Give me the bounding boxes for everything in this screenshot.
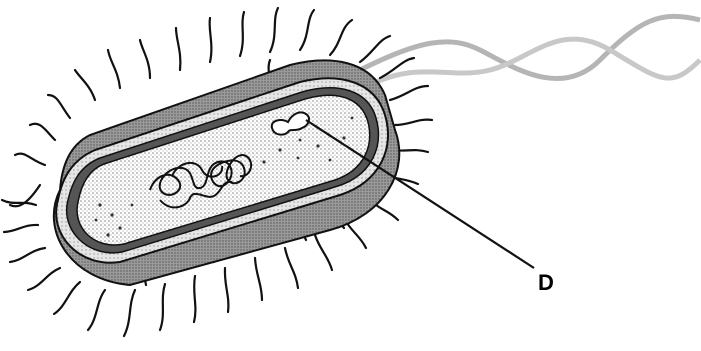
flagellum — [360, 16, 700, 85]
label-d: D — [538, 270, 554, 295]
